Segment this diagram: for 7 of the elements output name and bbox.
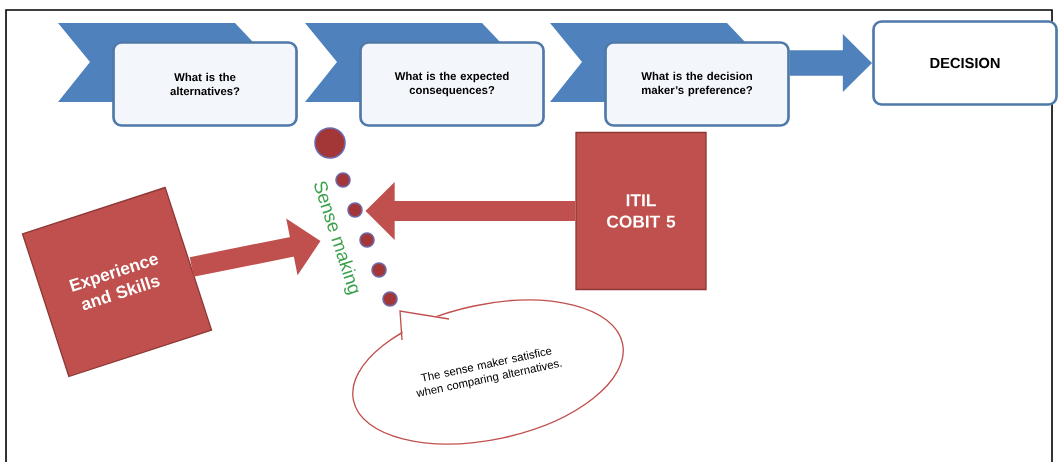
chevron-step-drawing: What is the expected consequences? — [305, 23, 545, 127]
chevron-step-drawing: What is the alternatives? — [58, 23, 298, 127]
input-square: ITIL COBIT 5 — [575, 131, 707, 291]
chevron-step-drawing: What is the decision maker’s preference? — [550, 23, 790, 127]
speech-bubble: The sense maker satisfice when comparing alternatives. — [352, 299, 624, 445]
decision-box: DECISION — [872, 20, 1058, 106]
vertical-label: Sense making — [314, 181, 359, 295]
